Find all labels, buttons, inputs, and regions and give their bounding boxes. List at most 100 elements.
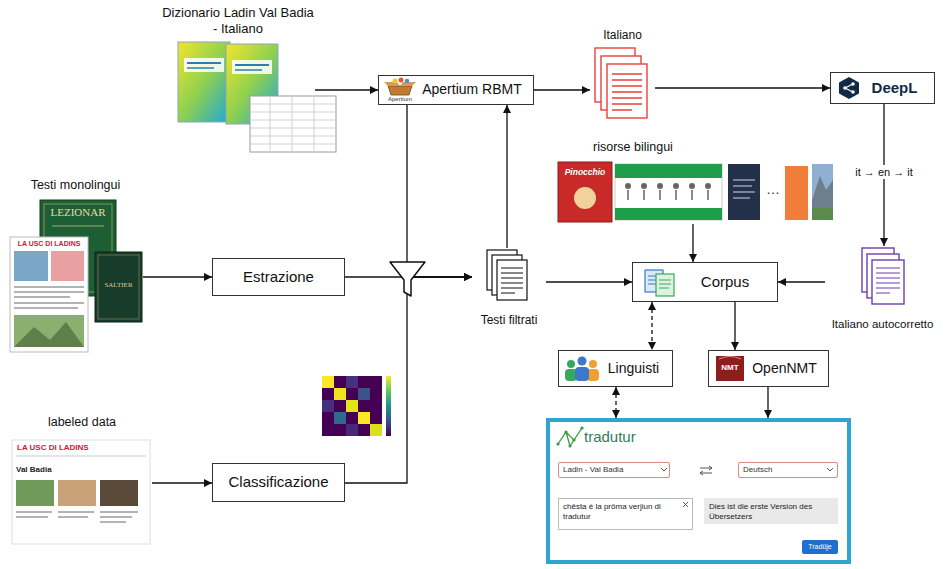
bilingual-books [641,183,647,189]
opennmt-logo [716,356,744,381]
flow-arrow [315,89,378,90]
document-stack-purple [872,260,904,304]
node-text: Testi filtrati [481,313,538,328]
flow-arrow [407,105,472,277]
document-stack-black [487,250,527,300]
dictionary-books [184,58,224,72]
bilingual-books [615,208,722,220]
monolingual-texts [10,237,88,352]
bilingual-books [628,190,708,200]
section-title: Val Badia [16,466,76,474]
opennmt-logo [719,357,741,360]
deepl-logo [851,90,855,94]
dictionary-books [178,42,230,122]
logo-text: NMT [716,364,744,372]
labeled-data-page [16,480,54,506]
language-select: Ladin - Val Badia [558,462,670,478]
node-text: Ladin - Val Badia [563,465,623,475]
bilingual-books [574,187,596,209]
confusion-matrix [322,388,334,400]
book-title: SALTIER [96,282,141,289]
tradutur-logo [568,444,571,447]
confusion-matrix [386,376,391,436]
bilingual-books [812,208,833,220]
flow-arrow [615,387,616,418]
process-box: Estrazione [212,258,345,296]
resource-figure: Dizionario Ladin Val Badia - Italiano [161,5,315,153]
document-stack-purple [862,248,904,304]
bilingual-books [657,183,663,189]
flow-arrow [345,277,472,483]
document-figure: Testi filtrati [472,248,546,328]
confusion-matrix [322,400,334,412]
apertium-logo [384,78,416,96]
node-text: Classificazione [228,473,328,492]
apertium-logo [405,79,410,84]
newspaper-masthead: LA USC DI LADINS [12,240,86,247]
flow-arrow [152,482,212,483]
dictionary-books [232,60,272,74]
labeled-data-page [16,512,138,522]
document-stack-black [501,268,523,293]
dictionary-table [250,96,336,152]
ui-icons [661,468,667,471]
resource-figure: Testi monolingui [8,178,143,354]
ui-icons [827,468,833,471]
confusion-matrix [358,424,370,436]
flow-arrow [506,105,507,248]
deepl-logo [851,82,855,86]
tradutur-logo [564,430,567,433]
flow-arrow [651,302,652,350]
bilingual-books [728,164,760,220]
node-text: Linguisti [608,360,659,378]
flow-arrow [655,87,830,88]
ellipsis-mark: … [762,182,784,196]
bilingual-books [812,164,833,220]
bilingual-books [673,183,679,189]
flow-arrow [534,89,590,90]
confusion-matrix [370,388,382,400]
connector-group [143,88,884,483]
confusion-matrix [358,412,370,424]
confusion-matrix [334,412,346,424]
bilingual-books [625,183,631,189]
node-text: Italiano [603,28,642,43]
confusion-matrix [370,376,382,388]
confusion-matrix [346,388,358,400]
confusion-matrix [346,400,358,412]
corpus-icon [645,270,674,296]
apertium-logo [393,79,398,84]
bilingual-books [689,183,695,189]
flow-arrow [692,224,693,262]
confusion-matrix [358,388,370,400]
confusion-matrix [358,376,370,388]
node-text: OpenNMT [752,360,817,378]
process-box: DeepL [830,72,935,104]
resource-figure: risorse bilingui [555,140,835,224]
dictionary-books [187,62,221,64]
edge-label: it → en → it [852,165,915,179]
node-text: Estrazione [243,268,314,287]
tradutur-logo [556,442,559,445]
confusion-matrix [334,376,346,388]
tradutur-logo [580,426,583,429]
linguists-icon [589,360,597,368]
process-box: Corpus [632,262,778,302]
linguists-icon [575,367,589,381]
document-figure: Italiano [590,28,655,123]
flow-arrow [734,302,735,350]
monolingual-texts [14,322,84,347]
node-text: Tradüje [808,543,831,552]
bilingual-books [812,176,833,220]
node-text: Corpus [701,273,749,292]
app-panel: traduturLadin - Val BadiaDeutschchësta é… [546,418,851,564]
dictionary-books [235,64,269,66]
labeled-data-page [100,480,138,506]
linguists-icon [578,357,587,366]
logo-text: Apertium [382,96,418,102]
bilingual-books [615,164,722,178]
confusion-matrix [334,424,346,436]
node-text: Apertium RBMT [422,81,522,99]
newspaper-masthead: LA USC DI LADINS [17,444,107,452]
